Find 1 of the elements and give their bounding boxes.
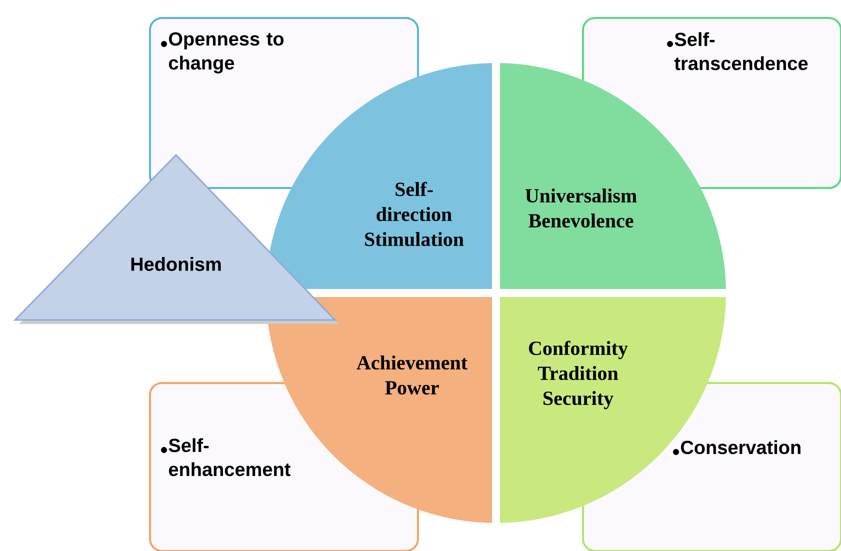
quadrant: Self-direction Stimulation — [266, 63, 492, 289]
